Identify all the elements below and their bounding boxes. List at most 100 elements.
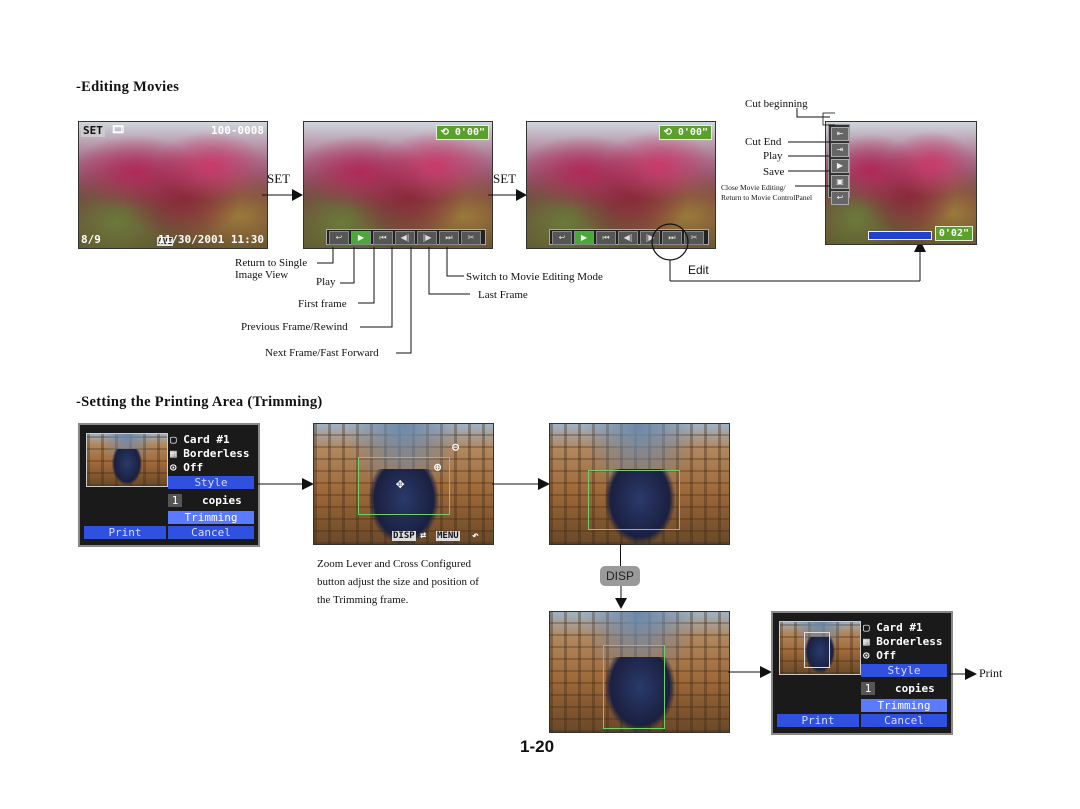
print-menu-1: ▢ Card #1 ▦ Borderless ⊙ Off Style 1 cop… [78, 423, 260, 547]
first-frame-icon[interactable]: ⏮ [596, 231, 616, 245]
last-frame-icon[interactable]: ⏭ [439, 231, 459, 245]
movie-screen-single: SET 🎞 100-0008 8/9 AVI 11/30/2001 11:30 [78, 121, 268, 249]
close-editing-label: Close Movie Editing/ [721, 183, 786, 192]
play-label: Play [316, 276, 336, 288]
play-icon[interactable]: ▶ [574, 231, 594, 245]
trimming-screen-2 [549, 423, 730, 545]
trim-note-line-1: Zoom Lever and Cross Configured [317, 558, 471, 570]
movie-control-bar: ↩ ▶ ⏮ ◀| |▶ ⏭ ✂ [549, 229, 709, 245]
trimming-frame[interactable] [603, 645, 665, 729]
arrow-to-print [949, 668, 977, 680]
save-label: Save [763, 166, 785, 178]
style-button[interactable]: Style [861, 664, 947, 677]
return-icon[interactable]: ↩ [552, 231, 572, 245]
edit-scissors-icon[interactable]: ✂ [461, 231, 481, 245]
trimming-button[interactable]: Trimming [168, 511, 254, 524]
rewind-icon[interactable]: ◀| [395, 231, 415, 245]
save-icon[interactable]: ▣ [831, 175, 849, 189]
movie-control-bar: ↩ ▶ ⏮ ◀| |▶ ⏭ ✂ [326, 229, 486, 245]
movie-icon: 🎞 [111, 123, 125, 136]
play-label-2: Play [763, 150, 783, 162]
switch-edit-label: Switch to Movie Editing Mode [466, 271, 603, 283]
disp-line-top [620, 544, 621, 566]
edit-callout-lines [651, 223, 926, 282]
disp-osd: DISP [392, 531, 416, 541]
zoom-icon: ⊖ [452, 440, 460, 454]
trim-note-line-2: button adjust the size and position of [317, 576, 479, 588]
arrow-down [615, 586, 627, 609]
print-button[interactable]: Print [777, 714, 859, 727]
card-row: ▢ Card #1 [170, 433, 230, 446]
set-label-1: SET [267, 171, 291, 186]
section-title-trimming: -Setting the Printing Area (Trimming) [76, 394, 323, 410]
card-row: ▢ Card #1 [863, 621, 923, 634]
date-row: ⊙ Off [170, 461, 204, 474]
page-number: 1-20 [520, 737, 555, 756]
movie-screen-edit-select: ⟲ 0'00" ↩ ▶ ⏮ ◀| |▶ ⏭ ✂ [526, 121, 716, 249]
fast-forward-icon[interactable]: |▶ [640, 231, 660, 245]
trim-note-line-3: the Trimming frame. [317, 594, 409, 606]
set-mode-badge: SET [81, 124, 105, 137]
avi-badge: AVI [157, 237, 174, 246]
image-view-label: Image View [235, 269, 289, 281]
cancel-button[interactable]: Cancel [168, 526, 254, 539]
trimming-screen-3 [549, 611, 730, 733]
zoom-in-icon: ⊕ [434, 460, 442, 474]
print-thumbnail [86, 433, 168, 487]
arrow-to-edit-mode [488, 189, 527, 201]
arrow-to-control-panel [262, 189, 303, 201]
last-frame-label: Last Frame [478, 289, 528, 301]
trimming-button[interactable]: Trimming [861, 699, 947, 712]
image-counter: 8/9 [81, 233, 101, 246]
copies-number[interactable]: 1 [861, 682, 875, 695]
style-button[interactable]: Style [168, 476, 254, 489]
first-frame-icon[interactable]: ⏮ [373, 231, 393, 245]
return-icon: ↶ [472, 529, 479, 542]
borderless-row: ▦ Borderless [170, 447, 250, 460]
trimmed-area [804, 632, 830, 668]
cross-move-icon: ✥ [396, 476, 405, 492]
play-icon[interactable]: ▶ [351, 231, 371, 245]
cut-beginning-label: Cut beginning [745, 98, 808, 110]
movie-screen-editing: ⇤ ⇥ ▶ ▣ ↩ 0'02" [825, 121, 977, 245]
return-icon[interactable]: ↩ [329, 231, 349, 245]
cut-end-label: Cut End [745, 136, 782, 148]
movie-screen-control-panel: ⟲ 0'00" ↩ ▶ ⏮ ◀| |▶ ⏭ ✂ [303, 121, 493, 249]
trimming-frame[interactable] [358, 457, 450, 515]
copies-number[interactable]: 1 [168, 494, 182, 507]
print-menu-2: ▢ Card #1 ▦ Borderless ⊙ Off Style 1 cop… [771, 611, 953, 735]
borderless-row: ▦ Borderless [863, 635, 943, 648]
trimming-screen: ⊖ ⊕ ✥ DISP ⇄ MENU ↶ [313, 423, 494, 545]
edit-panel-leader-lines [788, 108, 835, 187]
set-label-2: SET [493, 171, 517, 186]
edit-panel: ⇤ ⇥ ▶ ▣ ↩ [828, 124, 850, 205]
next-frame-label: Next Frame/Fast Forward [265, 347, 379, 359]
first-frame-label: First frame [298, 298, 347, 310]
menu-osd: MENU [436, 531, 460, 541]
arrow-to-trim-screen [256, 478, 314, 490]
arrow-to-print-menu [728, 666, 772, 678]
edit-label: Edit [688, 263, 709, 277]
control-bar-leader-lines [317, 247, 470, 354]
prev-frame-label: Previous Frame/Rewind [241, 321, 348, 333]
fast-forward-icon[interactable]: |▶ [417, 231, 437, 245]
close-editing-icon[interactable]: ↩ [831, 191, 849, 205]
copies-label: copies [895, 682, 935, 695]
print-label: Print [979, 666, 1003, 680]
file-number: 100-0008 [211, 124, 264, 137]
last-frame-icon[interactable]: ⏭ [662, 231, 682, 245]
disp-button[interactable]: DISP [600, 566, 640, 586]
rewind-icon[interactable]: ◀| [618, 231, 638, 245]
edit-scissors-icon[interactable]: ✂ [684, 231, 704, 245]
cut-beginning-icon[interactable]: ⇤ [831, 127, 849, 141]
return-panel-label: Return to Movie ControlPanel [721, 193, 813, 202]
play-time: ⟲ 0'00" [436, 125, 489, 140]
section-title-editing: -Editing Movies [76, 79, 180, 95]
trim-note: Zoom Lever and Cross Configured button a… [317, 555, 479, 609]
cut-end-icon[interactable]: ⇥ [831, 143, 849, 157]
trimming-frame[interactable] [588, 470, 680, 530]
edit-progress-bar [868, 231, 932, 240]
play-icon[interactable]: ▶ [831, 159, 849, 173]
print-button[interactable]: Print [84, 526, 166, 539]
cancel-button[interactable]: Cancel [861, 714, 947, 727]
